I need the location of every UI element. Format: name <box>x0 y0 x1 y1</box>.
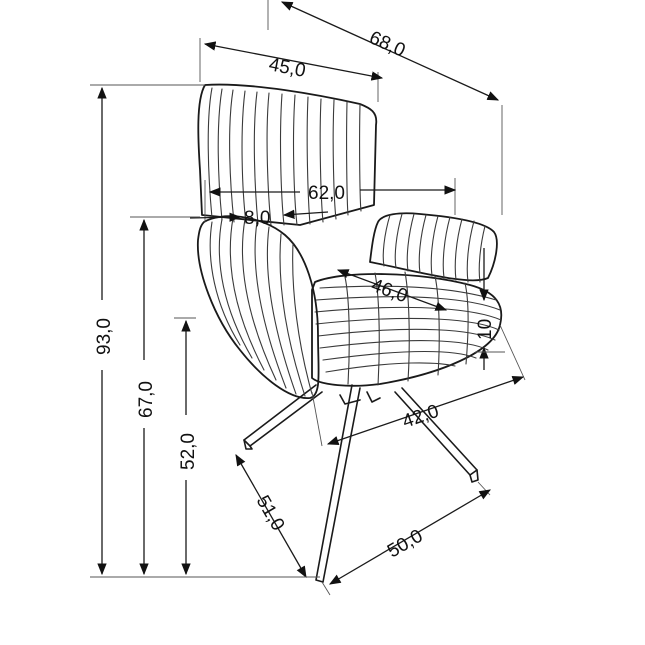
label-back-width: 45,0 <box>267 54 307 82</box>
dim-total-depth <box>267 0 503 215</box>
label-total-depth: 68,0 <box>366 27 408 61</box>
dimension-lines <box>90 0 526 596</box>
dim-seat-depth <box>336 269 448 311</box>
chair-right-armrest <box>369 212 498 283</box>
dim-seat-width <box>311 324 526 447</box>
dim-seat-height <box>174 317 196 576</box>
label-armrest-height: 67,0 <box>136 381 157 418</box>
dim-total-width <box>204 178 457 222</box>
label-total-height: 93,0 <box>94 318 115 355</box>
dim-armrest-width <box>189 209 329 222</box>
label-seat-width: 42,0 <box>400 401 442 433</box>
label-seat-depth: 46,0 <box>368 275 410 307</box>
dim-back-width <box>199 38 384 102</box>
dim-total-height <box>90 84 320 578</box>
label-total-width: 62,0 <box>308 183 345 204</box>
dim-armrest-gap <box>475 248 505 370</box>
dim-armrest-height <box>130 216 200 576</box>
dim-base-depth <box>235 453 307 579</box>
label-armrest-width: 8,0 <box>244 208 270 229</box>
chair-legs <box>243 384 479 583</box>
chair-backrest <box>197 83 378 226</box>
chair-left-armrest <box>197 215 320 399</box>
label-base-depth: 51,0 <box>252 492 289 535</box>
label-armrest-gap: 10 <box>475 319 496 340</box>
dim-base-width <box>321 481 492 596</box>
label-seat-height: 52,0 <box>178 433 199 470</box>
dimension-labels: 68,0 45,0 62,0 8,0 46,0 10 42,0 51,0 50,… <box>94 27 496 562</box>
chair-illustration <box>197 83 503 583</box>
